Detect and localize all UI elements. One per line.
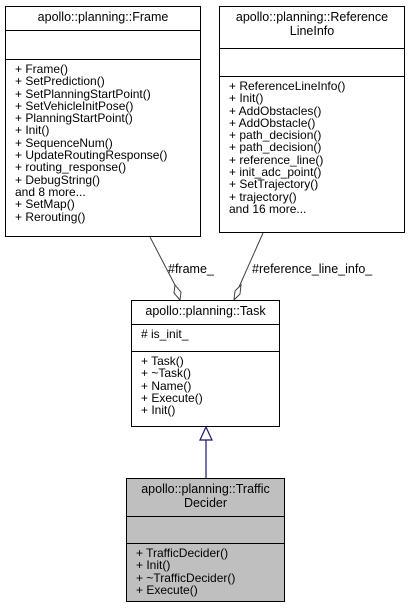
method-item: + Execute() [136,582,198,597]
inheritance-edge-arrow [199,425,213,441]
class-traffic-decider[interactable]: apollo::planning::Traffic Decider + Traf… [126,478,285,602]
method-item: + Init() [229,91,264,106]
class-task[interactable]: apollo::planning::Task # is_init_ + Task… [131,300,280,427]
method-item: + SetVehicleInitPose() [15,98,134,113]
method-item: + TrafficDecider() [136,546,229,560]
method-item: + SetPrediction() [15,74,105,89]
reference-line-info-edge-line [238,232,264,288]
class-reference-line-info-methods: + ReferenceLineInfo() + Init() + AddObst… [220,76,404,218]
method-item: + Init() [141,403,176,418]
frame-edge-label: #frame_ [168,262,214,276]
class-reference-line-info-attributes [220,48,404,76]
method-item: + PlanningStartPoint() [15,111,133,126]
class-task-attributes: # is_init_ [132,324,279,351]
reference-line-info-edge-diamond [233,283,242,302]
frame-edge-line [149,236,177,288]
method-item: + SetPlanningStartPoint() [15,86,151,101]
method-item: + AddObstacles() [229,103,322,118]
attribute-item: # is_init_ [141,327,189,341]
class-traffic-decider-methods: + TrafficDecider() + Init() + ~TrafficDe… [127,543,284,599]
class-frame-title: apollo::planning::Frame [37,10,169,24]
method-item: + routing_response() [15,160,127,175]
class-traffic-decider-title: apollo::planning::Traffic Decider [141,482,270,510]
class-reference-line-info-title: apollo::planning::Reference LineInfo [235,10,389,38]
method-item: + SetTrajectory() [229,177,319,192]
class-frame-methods: + Frame() + SetPrediction() + SetPlannin… [6,59,200,226]
method-item: + AddObstacle() [229,115,316,130]
method-item: + DebugString() [15,172,101,187]
method-item: + ~TrafficDecider() [136,570,236,585]
class-reference-line-info[interactable]: apollo::planning::Reference LineInfo + R… [219,6,405,233]
method-item: + path_decision() [229,140,322,155]
method-item: + trajectory() [229,189,297,204]
method-item: + SequenceNum() [15,135,113,150]
frame-edge-diamond [173,283,182,302]
method-item: + ~Task() [141,366,192,381]
method-item: + UpdateRoutingResponse() [15,148,168,163]
method-item: + reference_line() [229,152,324,167]
method-item: + Execute() [141,390,203,405]
method-item: + Task() [141,354,184,368]
class-frame-attributes [6,30,200,59]
reference-line-info-edge-label: #reference_line_info_ [252,262,373,276]
method-item: + path_decision() [229,128,322,143]
method-item: + SetMap() [15,197,75,212]
method-item: + Rerouting() [15,209,86,224]
method-item: and 16 more... [229,201,307,216]
method-item: + init_adc_point() [229,165,322,180]
class-frame[interactable]: apollo::planning::Frame + Frame() + SetP… [5,6,201,237]
method-item: + Frame() [15,62,69,76]
method-item: + Init() [136,558,171,573]
method-item: and 8 more... [15,184,86,199]
method-item: + ReferenceLineInfo() [229,79,346,93]
class-task-methods: + Task() + ~Task() + Name() + Execute() … [132,351,279,419]
method-item: + Name() [141,378,192,393]
class-task-title: apollo::planning::Task [145,304,266,318]
class-traffic-decider-attributes [127,516,284,543]
method-item: + Init() [15,123,50,138]
